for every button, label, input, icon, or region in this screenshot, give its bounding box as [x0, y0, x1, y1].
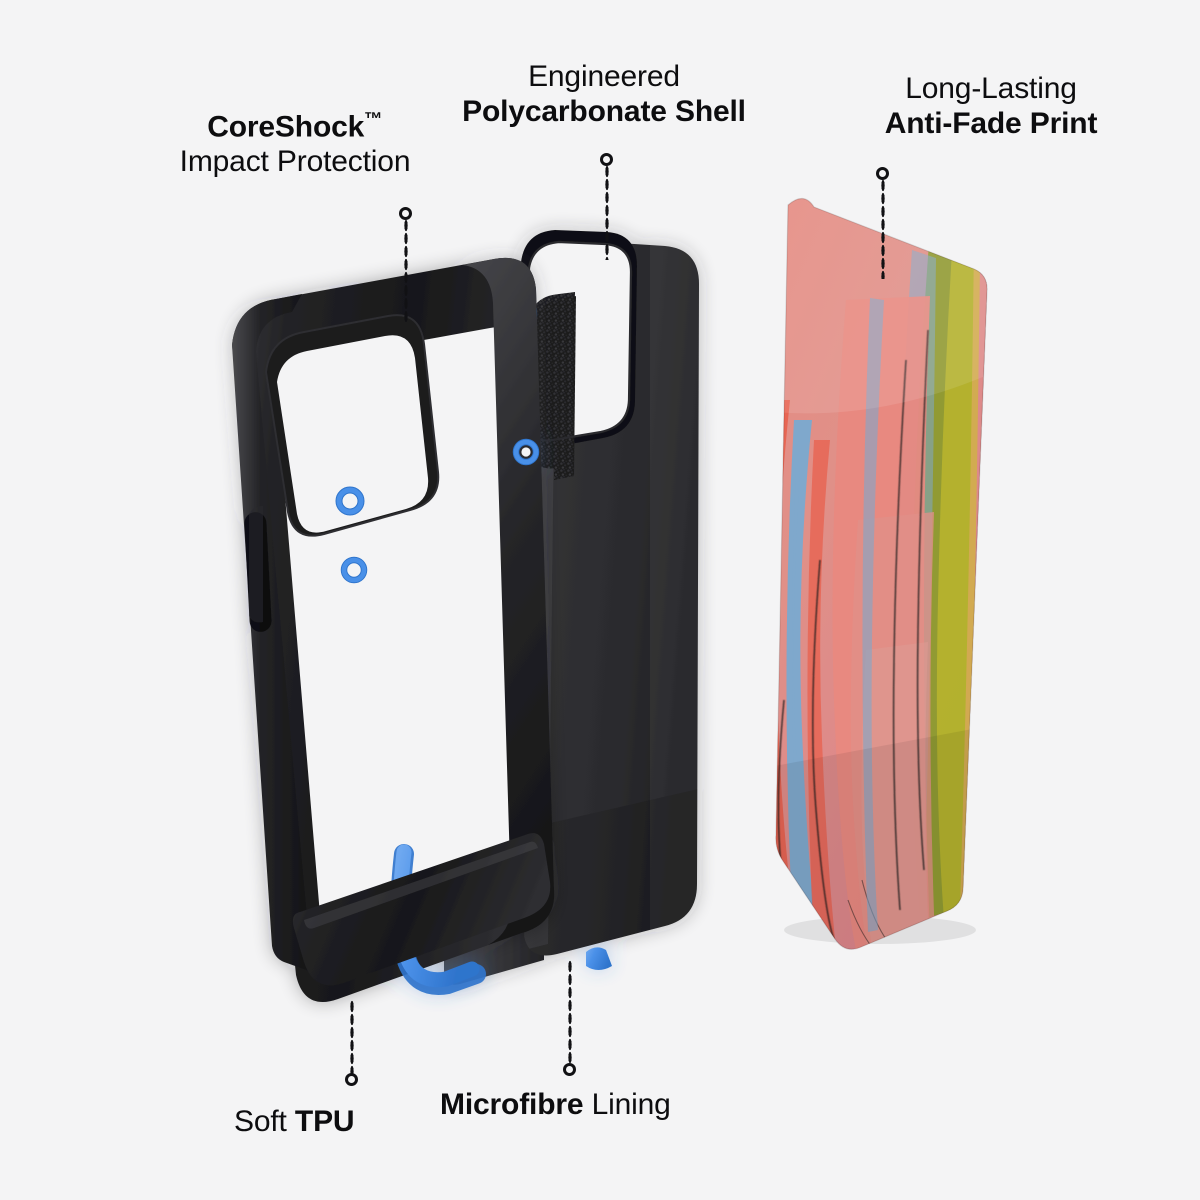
leader-dot-tpu	[345, 1073, 358, 1086]
tpu-bottom-rail	[292, 833, 551, 986]
leader-line-polycarbonate	[605, 165, 609, 260]
camera-cutout-ring	[519, 230, 637, 449]
coreshock-callout: CoreShock™ Impact Protection	[155, 108, 435, 180]
printed-back-panel-layer	[775, 197, 988, 950]
coreshock-title: CoreShock™	[207, 108, 383, 144]
tpu-bottom-blue-accent	[390, 844, 486, 995]
shell-side-wall	[444, 396, 544, 985]
leader-dot-microfibre	[563, 1063, 576, 1076]
shell-body	[523, 239, 699, 956]
tpu-window-opening	[276, 327, 532, 980]
anti-fade-eyebrow: Long-Lasting	[905, 72, 1077, 105]
leader-dot-coreshock	[399, 207, 412, 220]
soft-tpu-callout: Soft TPU	[234, 1105, 355, 1140]
soft-tpu-emphasis: TPU	[294, 1105, 355, 1138]
camera-cutout-opening	[527, 242, 631, 441]
coreshock-blue-accent	[320, 278, 538, 478]
camera-cutout	[519, 230, 637, 480]
shell-bottom-blue-tab	[586, 947, 612, 970]
tpu-right-rail	[463, 257, 555, 945]
microfibre-suffix: Lining	[583, 1088, 671, 1121]
microfibre-emphasis: Microfibre	[440, 1088, 584, 1121]
leader-dot-polycarbonate	[600, 153, 613, 166]
soft-tpu-prefix: Soft	[234, 1105, 295, 1138]
leader-line-microfibre	[568, 960, 572, 1064]
leader-line-antifade	[881, 179, 885, 279]
coreshock-subtitle: Impact Protection	[179, 145, 411, 179]
leader-dot-antifade	[876, 167, 889, 180]
tpu-camera-frame	[264, 314, 440, 537]
leader-line-tpu	[350, 1000, 354, 1074]
speaker-cutout	[455, 862, 470, 890]
print-artwork	[775, 198, 988, 950]
polycarbonate-shell-layer	[444, 230, 699, 985]
polycarbonate-eyebrow: Engineered	[528, 60, 680, 93]
print-panel-outline	[775, 197, 988, 950]
coreshock-detents	[335, 438, 540, 584]
microfibre-callout: Microfibre Lining	[440, 1088, 671, 1123]
tpu-outer-frame	[232, 257, 555, 1002]
microfibre-lining	[450, 428, 544, 974]
print-panel-edge	[927, 269, 988, 919]
leader-line-coreshock	[404, 219, 408, 324]
tpu-volume-cutout	[244, 512, 272, 632]
anti-fade-callout: Long-Lasting Anti-Fade Print	[862, 72, 1120, 142]
anti-fade-title: Anti-Fade Print	[884, 106, 1098, 140]
polycarbonate-callout: Engineered Polycarbonate Shell	[424, 60, 784, 130]
tpu-bumper-layer	[232, 257, 555, 1002]
tpu-left-rail	[232, 294, 312, 972]
volume-up-cutout	[455, 520, 468, 572]
polycarbonate-title: Polycarbonate Shell	[462, 94, 746, 128]
mute-switch-cutout	[455, 470, 468, 492]
volume-down-cutout	[455, 590, 468, 642]
trademark-symbol: ™	[364, 108, 383, 129]
